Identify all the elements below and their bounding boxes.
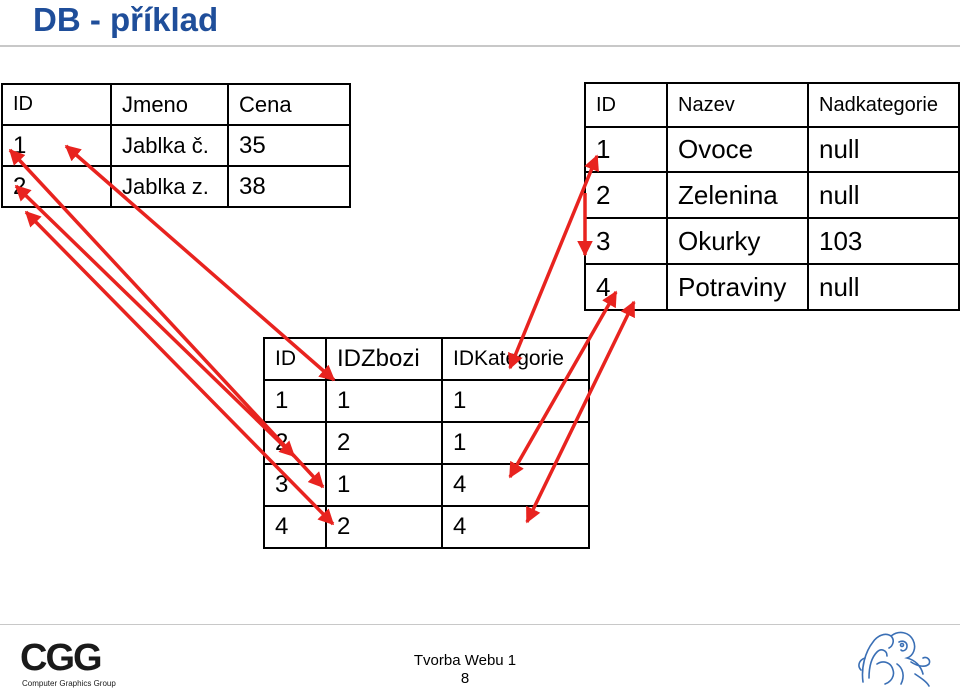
link-cell: 1 — [326, 380, 443, 423]
category-header-id: ID — [585, 83, 668, 128]
goods-header-row: ID Jmeno Cena — [2, 84, 350, 126]
category-header-nadkategorie: Nadkategorie — [808, 83, 959, 128]
category-cell: 1 — [585, 127, 668, 173]
category-header-nazev: Nazev — [667, 83, 809, 128]
goods-cell: 38 — [239, 172, 266, 200]
link-cell: 4 — [442, 464, 589, 507]
link-cell: 1 — [264, 380, 327, 423]
footer-course: Tvorba Webu 1 — [413, 652, 517, 669]
category-cell: Potraviny — [667, 264, 809, 310]
link-header-idzbozi: IDZbozi — [326, 338, 443, 381]
table-row: 3 1 4 — [264, 464, 589, 507]
goods-cell: 1 — [2, 125, 112, 167]
link-header-idkategorie: IDKategorie — [442, 338, 589, 381]
category-cell: null — [808, 172, 959, 219]
table-row: 4 2 4 — [264, 506, 589, 548]
category-cell: Ovoce — [667, 127, 809, 173]
link-cell: 1 — [442, 422, 589, 465]
table-row: 2 2 1 — [264, 422, 589, 465]
table-row: 3 Okurky 103 — [585, 218, 959, 265]
category-cell: Okurky — [667, 218, 809, 265]
page-number: 8 — [460, 670, 470, 687]
category-cell: null — [819, 271, 860, 302]
footer-divider — [0, 624, 960, 625]
table-row: 1 Jablka č. 35 — [2, 125, 350, 167]
link-table: ID IDZbozi IDKategorie 1 1 1 2 2 1 3 1 4… — [263, 337, 590, 549]
link-cell: 2 — [326, 506, 443, 548]
table-row: 4 Potraviny null — [585, 264, 959, 310]
table-row: 1 Ovoce null — [585, 127, 959, 173]
table-row: 2 Jablka z. 38 — [2, 166, 350, 207]
link-cell: 4 — [264, 506, 327, 548]
link-cell: 1 — [442, 380, 589, 423]
title-divider — [0, 45, 960, 47]
cgg-logo-icon: CGG Computer Graphics Group — [20, 637, 116, 688]
cgg-logo-letters: CGG — [20, 637, 101, 679]
goods-cell: 35 — [228, 125, 350, 167]
cgg-logo: CGG Computer Graphics Group — [18, 636, 130, 693]
link-header-id: ID — [264, 338, 327, 381]
relation-arrow-goods2-link2 — [14, 184, 296, 458]
link-cell: 2 — [264, 422, 327, 465]
category-cell: null — [808, 127, 959, 173]
category-cell: Zelenina — [667, 172, 809, 219]
category-header-row: ID Nazev Nadkategorie — [585, 83, 959, 128]
lion-icon — [858, 631, 931, 687]
table-row: 1 1 1 — [264, 380, 589, 423]
slide-title: DB - příklad — [33, 1, 219, 38]
table-row: 2 Zelenina null — [585, 172, 959, 219]
link-cell: 4 — [453, 513, 467, 540]
link-cell: 2 — [326, 422, 443, 465]
category-cell: 3 — [585, 218, 668, 265]
cgg-logo-subtitle: Computer Graphics Group — [22, 679, 116, 688]
category-cell: 103 — [808, 218, 959, 265]
cvut-lion-logo — [855, 628, 935, 693]
link-header-row: ID IDZbozi IDKategorie — [264, 338, 589, 381]
category-cell: 2 — [585, 172, 668, 219]
goods-cell: 2 — [2, 166, 112, 207]
goods-table: ID Jmeno Cena 1 Jablka č. 35 2 Jablka z.… — [1, 83, 351, 208]
goods-cell: Jablka z. — [111, 166, 229, 207]
link-cell: 1 — [326, 464, 443, 507]
category-table: ID Nazev Nadkategorie 1 Ovoce null 2 Zel… — [584, 82, 960, 311]
link-cell: 3 — [264, 464, 327, 507]
footer: Tvorba Webu 1 8 — [400, 652, 530, 688]
goods-header-id: ID — [2, 84, 112, 126]
goods-cell: Jablka č. — [111, 125, 229, 167]
category-cell: 4 — [585, 264, 668, 310]
goods-header-jmeno: Jmeno — [111, 84, 229, 126]
goods-header-cena: Cena — [228, 84, 350, 126]
